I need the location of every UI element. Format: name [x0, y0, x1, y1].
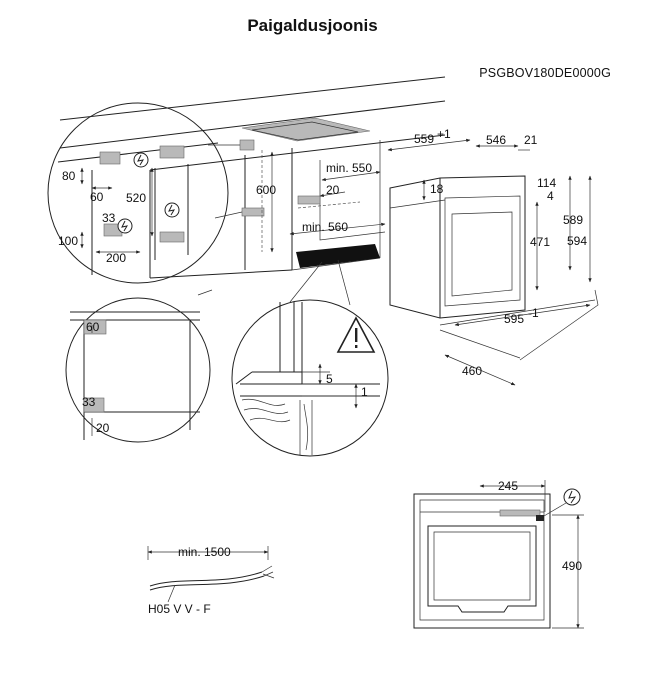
dim-60-detail: 60 [86, 320, 100, 334]
dim-18: 18 [430, 182, 444, 196]
dim-460: 460 [462, 364, 482, 378]
detail-circle-top-left: 80 60 520 33 100 200 [47, 102, 243, 284]
dim-490: 490 [562, 559, 582, 573]
detail-circle-bottom-left: 60 33 20 [65, 289, 213, 443]
electric-socket-icon [164, 202, 180, 218]
dim-600: 600 [256, 183, 276, 197]
dim-min-550: min. 550 [326, 161, 372, 175]
dim-60-top: 60 [90, 190, 104, 204]
electric-socket-icon [117, 218, 133, 234]
dim-546: 546 [486, 133, 506, 147]
dim-595: 595 [504, 312, 524, 326]
dim-520: 520 [126, 191, 146, 205]
detail-circle-bottom-middle: 5 1 [231, 259, 389, 457]
dim-5: 5 [326, 372, 333, 386]
electric-socket-icon [133, 152, 149, 168]
dim-100: 100 [58, 234, 78, 248]
electric-socket-icon [563, 488, 581, 506]
dim-559-tol: +1 [437, 127, 451, 141]
oven-back-view: 245 490 [413, 479, 584, 629]
dim-33-detail: 33 [82, 395, 96, 409]
warning-icon [336, 316, 376, 353]
dim-595-tol: -1 [528, 306, 539, 320]
cable-min-length: min. 1500 [178, 545, 231, 559]
dim-200: 200 [106, 251, 126, 265]
dim-20-detail: 20 [96, 421, 110, 435]
model-code: PSGBOV180DE0000G [479, 66, 611, 80]
dim-114: 114 [537, 176, 556, 190]
dim-80: 80 [62, 169, 76, 183]
dim-33-top: 33 [102, 211, 116, 225]
cable-type: H05 V V - F [148, 602, 211, 616]
dim-1: 1 [361, 385, 368, 399]
page-title: Paigaldusjoonis [247, 16, 378, 35]
dim-589: 589 [563, 213, 583, 227]
dim-20-cabinet: 20 [326, 183, 340, 197]
dim-594: 594 [567, 234, 587, 248]
dim-471: 471 [530, 235, 550, 249]
dim-21: 21 [524, 133, 538, 147]
dim-245: 245 [498, 479, 518, 493]
oven-drawing: 559 +1 546 21 18 114 4 471 589 594 595 -… [387, 127, 599, 386]
cabinet-perspective: 600 min. 550 20 min. 560 [59, 76, 446, 279]
dim-4: 4 [547, 189, 554, 203]
cable-drawing: min. 1500 H05 V V - F [147, 545, 275, 616]
dim-559: 559 [414, 132, 434, 146]
dim-min-560: min. 560 [302, 220, 348, 234]
